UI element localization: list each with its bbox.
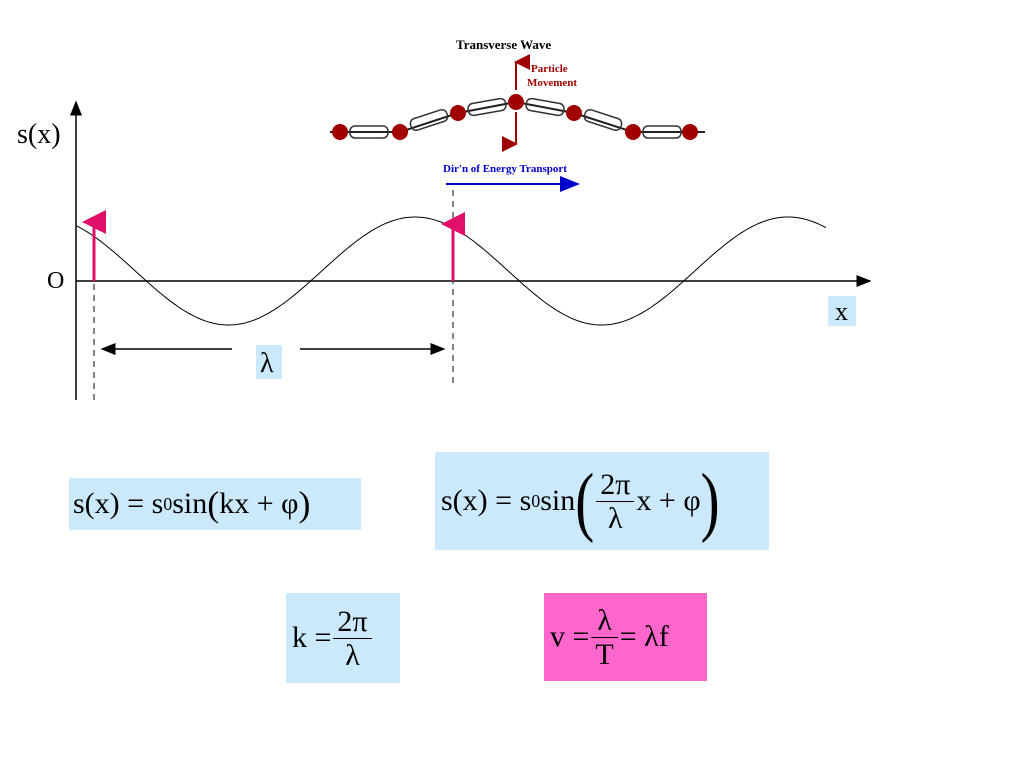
fraction-denominator: λ (333, 637, 372, 672)
fraction-denominator: λ (596, 500, 635, 535)
lambda-label-box (256, 345, 282, 379)
formula-s-lambda-sin: sin (540, 484, 576, 517)
formula-s-kx-close: ) (298, 484, 311, 524)
formula-s-kx-sin: sin (172, 487, 208, 520)
wavelength-markers: λ (82, 190, 465, 402)
particle (332, 124, 348, 140)
particle (508, 94, 524, 110)
formula-k-lhs: k = (292, 621, 332, 654)
particle (450, 105, 466, 121)
axes: s(x) O x (17, 100, 872, 400)
inset-title: Transverse Wave (456, 37, 551, 52)
particle (392, 124, 408, 140)
x-label-box (828, 296, 856, 326)
formula-s-lambda-open: ( (575, 458, 595, 544)
fraction-numerator: 2π (337, 604, 368, 638)
x-axis-label: x (835, 297, 848, 326)
formula-s-kx-arg: kx + φ (219, 487, 299, 520)
wavelength-label: λ (260, 348, 274, 379)
fraction-denominator: T (591, 636, 618, 671)
formula-v-lhs: v = (550, 620, 590, 653)
particle-label-line2: Movement (527, 77, 577, 89)
fraction-numerator: λ (597, 603, 612, 637)
formula-s-lambda-sub: 0 (531, 490, 541, 511)
y-axis-label: s(x) (17, 119, 61, 150)
formula-s-kx-lhs: s(x) = s (73, 487, 164, 520)
formula-v-rest: = λf (619, 620, 669, 653)
transverse-wave-inset: Transverse Wave Particle Movement Dir'n … (330, 37, 705, 192)
spring-coils (349, 97, 682, 139)
particle (682, 124, 698, 140)
particle (625, 124, 641, 140)
origin-label: O (47, 268, 64, 294)
formula-s-lambda-lhs: s(x) = s (441, 484, 532, 517)
formula-s-lambda-rest: x + φ (636, 484, 701, 517)
fraction-numerator: 2π (600, 467, 631, 501)
particle-label-line1: Particle (531, 63, 568, 75)
formula-s-kx-sub: 0 (163, 493, 173, 514)
particles (332, 94, 698, 140)
energy-label: Dir'n of Energy Transport (443, 163, 567, 175)
formula-s-lambda-close: ) (700, 458, 720, 544)
sine-wave (75, 216, 827, 326)
formula-s-kx-open: ( (207, 484, 220, 524)
particle (566, 105, 582, 121)
